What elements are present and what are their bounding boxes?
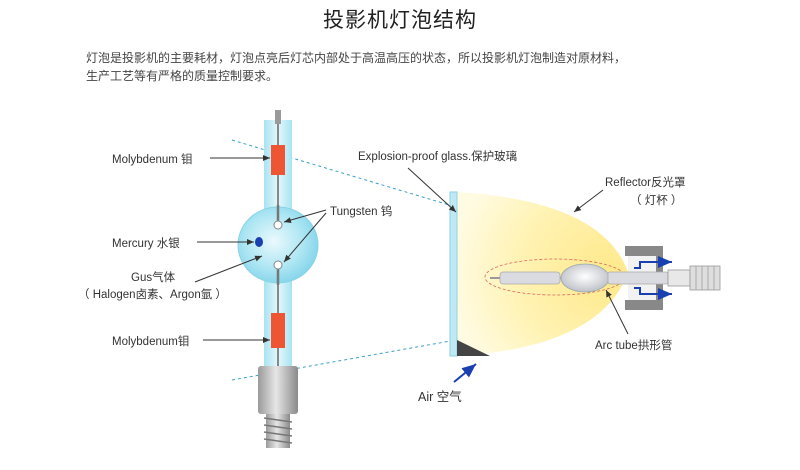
label-reflector: Reflector反光罩	[605, 177, 686, 189]
reflector-assembly	[449, 191, 721, 357]
screw-thread	[263, 414, 293, 448]
label-explosion-proof-glass: Explosion-proof glass.保护玻璃	[358, 151, 518, 163]
air-flow-arrows	[634, 256, 672, 300]
label-molybdenum-bottom: Molybdenum钼	[112, 336, 190, 348]
label-tungsten: Tungsten 钨	[330, 206, 393, 218]
lamp-base	[258, 366, 298, 414]
label-mercury: Mercury 水银	[112, 238, 180, 250]
intro-text-line-1: 灯泡是投影机的主要耗材，灯泡点亮后灯芯内部处于高温高压的状态，所以投影机灯泡制造…	[86, 51, 627, 65]
arc-tube	[490, 263, 721, 293]
air-vent-corner	[457, 340, 490, 356]
molybdenum-foil-top	[271, 145, 285, 175]
label-arc-tube: Arc tube拱形管	[595, 340, 673, 352]
mercury-drop	[255, 237, 263, 247]
tungsten-electrode-top	[273, 220, 283, 230]
label-reflector-detail: （ 灯杯 ）	[630, 195, 683, 207]
molybdenum-foil-bottom	[271, 313, 285, 348]
page-title: 投影机灯泡结构	[323, 8, 477, 32]
intro-text-line-2: 生产工艺等有严格的质量控制要求。	[86, 69, 279, 83]
label-air: Air 空气	[418, 390, 462, 404]
tungsten-electrode-bottom	[273, 260, 283, 270]
label-gus-detail: （ Halogen卤素、Argon氩 ）	[78, 289, 227, 301]
vertical-lamp	[237, 110, 319, 448]
air-arrow	[453, 363, 477, 383]
label-molybdenum-top: Molybdenum 钼	[112, 154, 193, 166]
label-gus: Gus气体	[131, 272, 176, 284]
right-leader-lines	[407, 167, 629, 335]
left-leader-lines	[194, 155, 327, 343]
explosion-proof-glass	[449, 191, 458, 357]
